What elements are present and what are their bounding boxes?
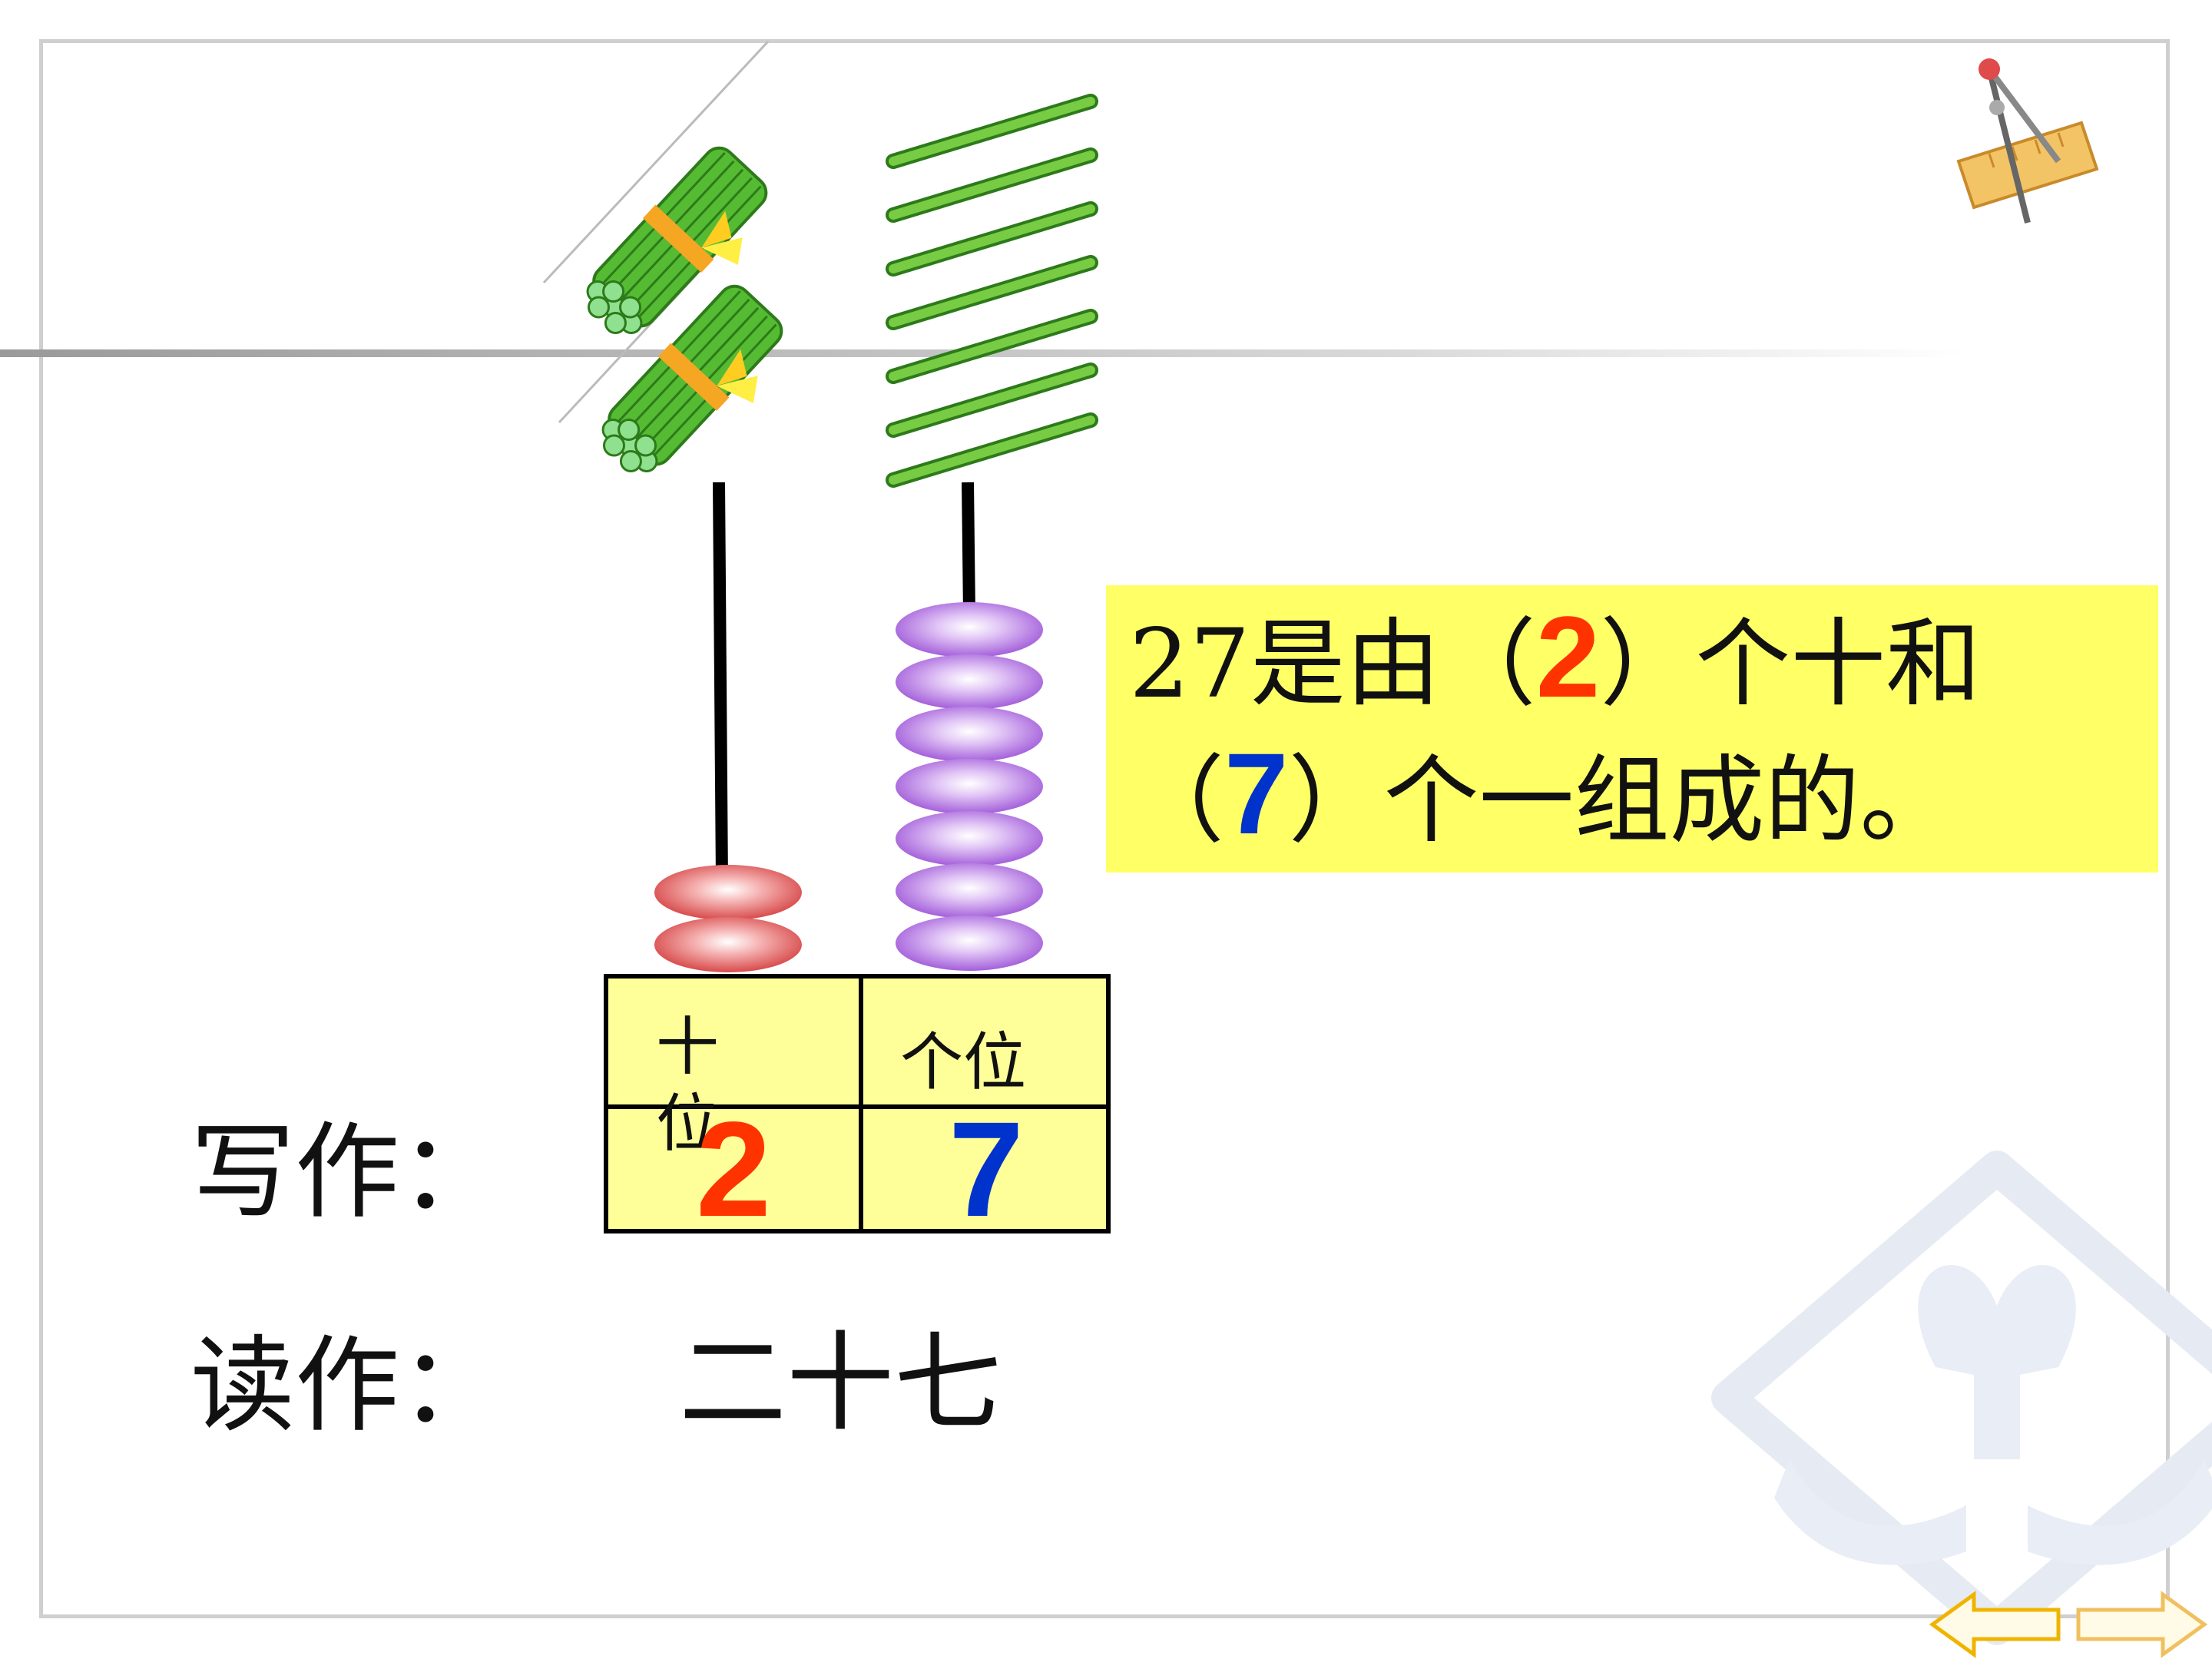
slide-frame [39,39,2170,1618]
place-value-table: 十位 个位 2 7 [604,974,1111,1245]
statement-line-1: 27是由（2）个十和 [1129,599,1981,722]
header-divider [0,349,1966,357]
statement-line-2: （7）个一组成的。 [1129,736,1955,859]
table-divider [608,1104,1106,1109]
read-value: 二十七 [679,1321,1002,1446]
ones-digit: 7 [949,1094,1024,1245]
statement-suffix: ）个十和 [1600,609,1982,720]
statement-prefix-2: （ [1129,746,1225,856]
tens-header: 十位 [656,1011,720,1161]
table-divider [859,979,863,1229]
tens-answer: 2 [1535,592,1601,721]
write-label: 写作： [190,1112,504,1233]
ones-answer: 7 [1224,729,1289,858]
statement-prefix: 27是由（ [1129,609,1536,720]
ones-header: 个位 [900,1026,1027,1099]
statement-suffix-2: ）个一组成的。 [1288,746,1955,856]
prev-arrow-icon[interactable] [1928,1590,2066,1659]
read-label: 读作： [190,1326,504,1447]
next-arrow-icon[interactable] [2074,1590,2209,1659]
statement-box: 27是由（2）个十和 （7）个一组成的。 [1106,585,2158,873]
tens-digit: 2 [696,1094,771,1245]
